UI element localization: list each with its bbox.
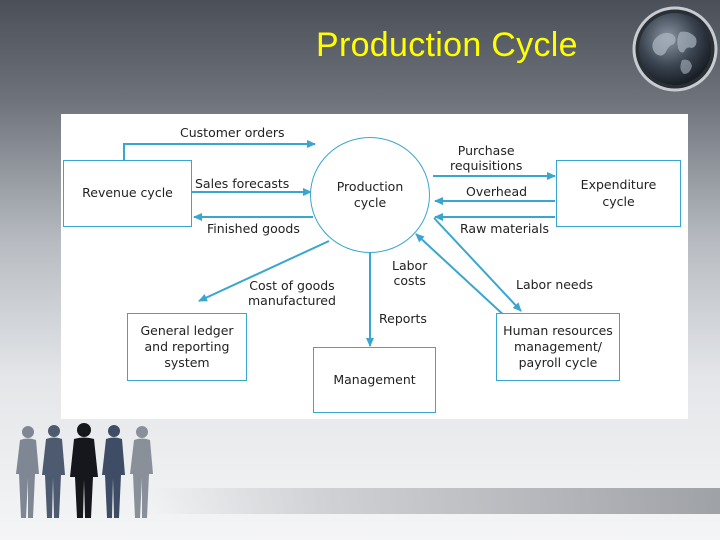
cost-of-goods-label: Cost of goods manufactured [248,278,336,308]
raw-materials-label: Raw materials [460,221,549,236]
customer-orders-arrow [123,140,316,160]
diagram-arrows [123,140,556,347]
person-4-icon [102,425,125,518]
person-1-icon [16,426,39,518]
globe-icon [632,6,718,92]
business-people-silhouettes [16,423,153,518]
customer-orders-label: Customer orders [180,125,285,140]
slide-title: Production Cycle [316,26,578,64]
reports-label: Reports [379,311,427,326]
labor-needs-label: Labor needs [516,277,594,292]
person-3-icon [70,423,98,518]
revenue-cycle-node: Revenue cycle [63,160,192,227]
hr-payroll-node: Human resources management/ payroll cycl… [496,313,620,381]
floor-bar [150,488,720,514]
management-node: Management [313,347,436,413]
production-cycle-diagram: Production cycle Revenue cycle Expenditu… [61,114,688,419]
labor-needs-arrow [433,217,522,312]
production-cycle-node: Production cycle [310,137,430,253]
general-ledger-node: General ledger and reporting system [127,313,247,381]
labor-costs-arrow [415,233,509,320]
cost-of-goods-arrow [198,240,330,302]
person-2-icon [42,425,65,518]
labor-costs-label: Labor costs [392,258,428,288]
person-5-icon [130,426,153,518]
expenditure-cycle-node: Expenditure cycle [556,160,681,227]
finished-goods-label: Finished goods [207,221,300,236]
purchase-requisitions-label: Purchase requisitions [450,143,523,173]
overhead-label: Overhead [466,184,528,199]
sales-forecasts-label: Sales forecasts [195,176,290,191]
